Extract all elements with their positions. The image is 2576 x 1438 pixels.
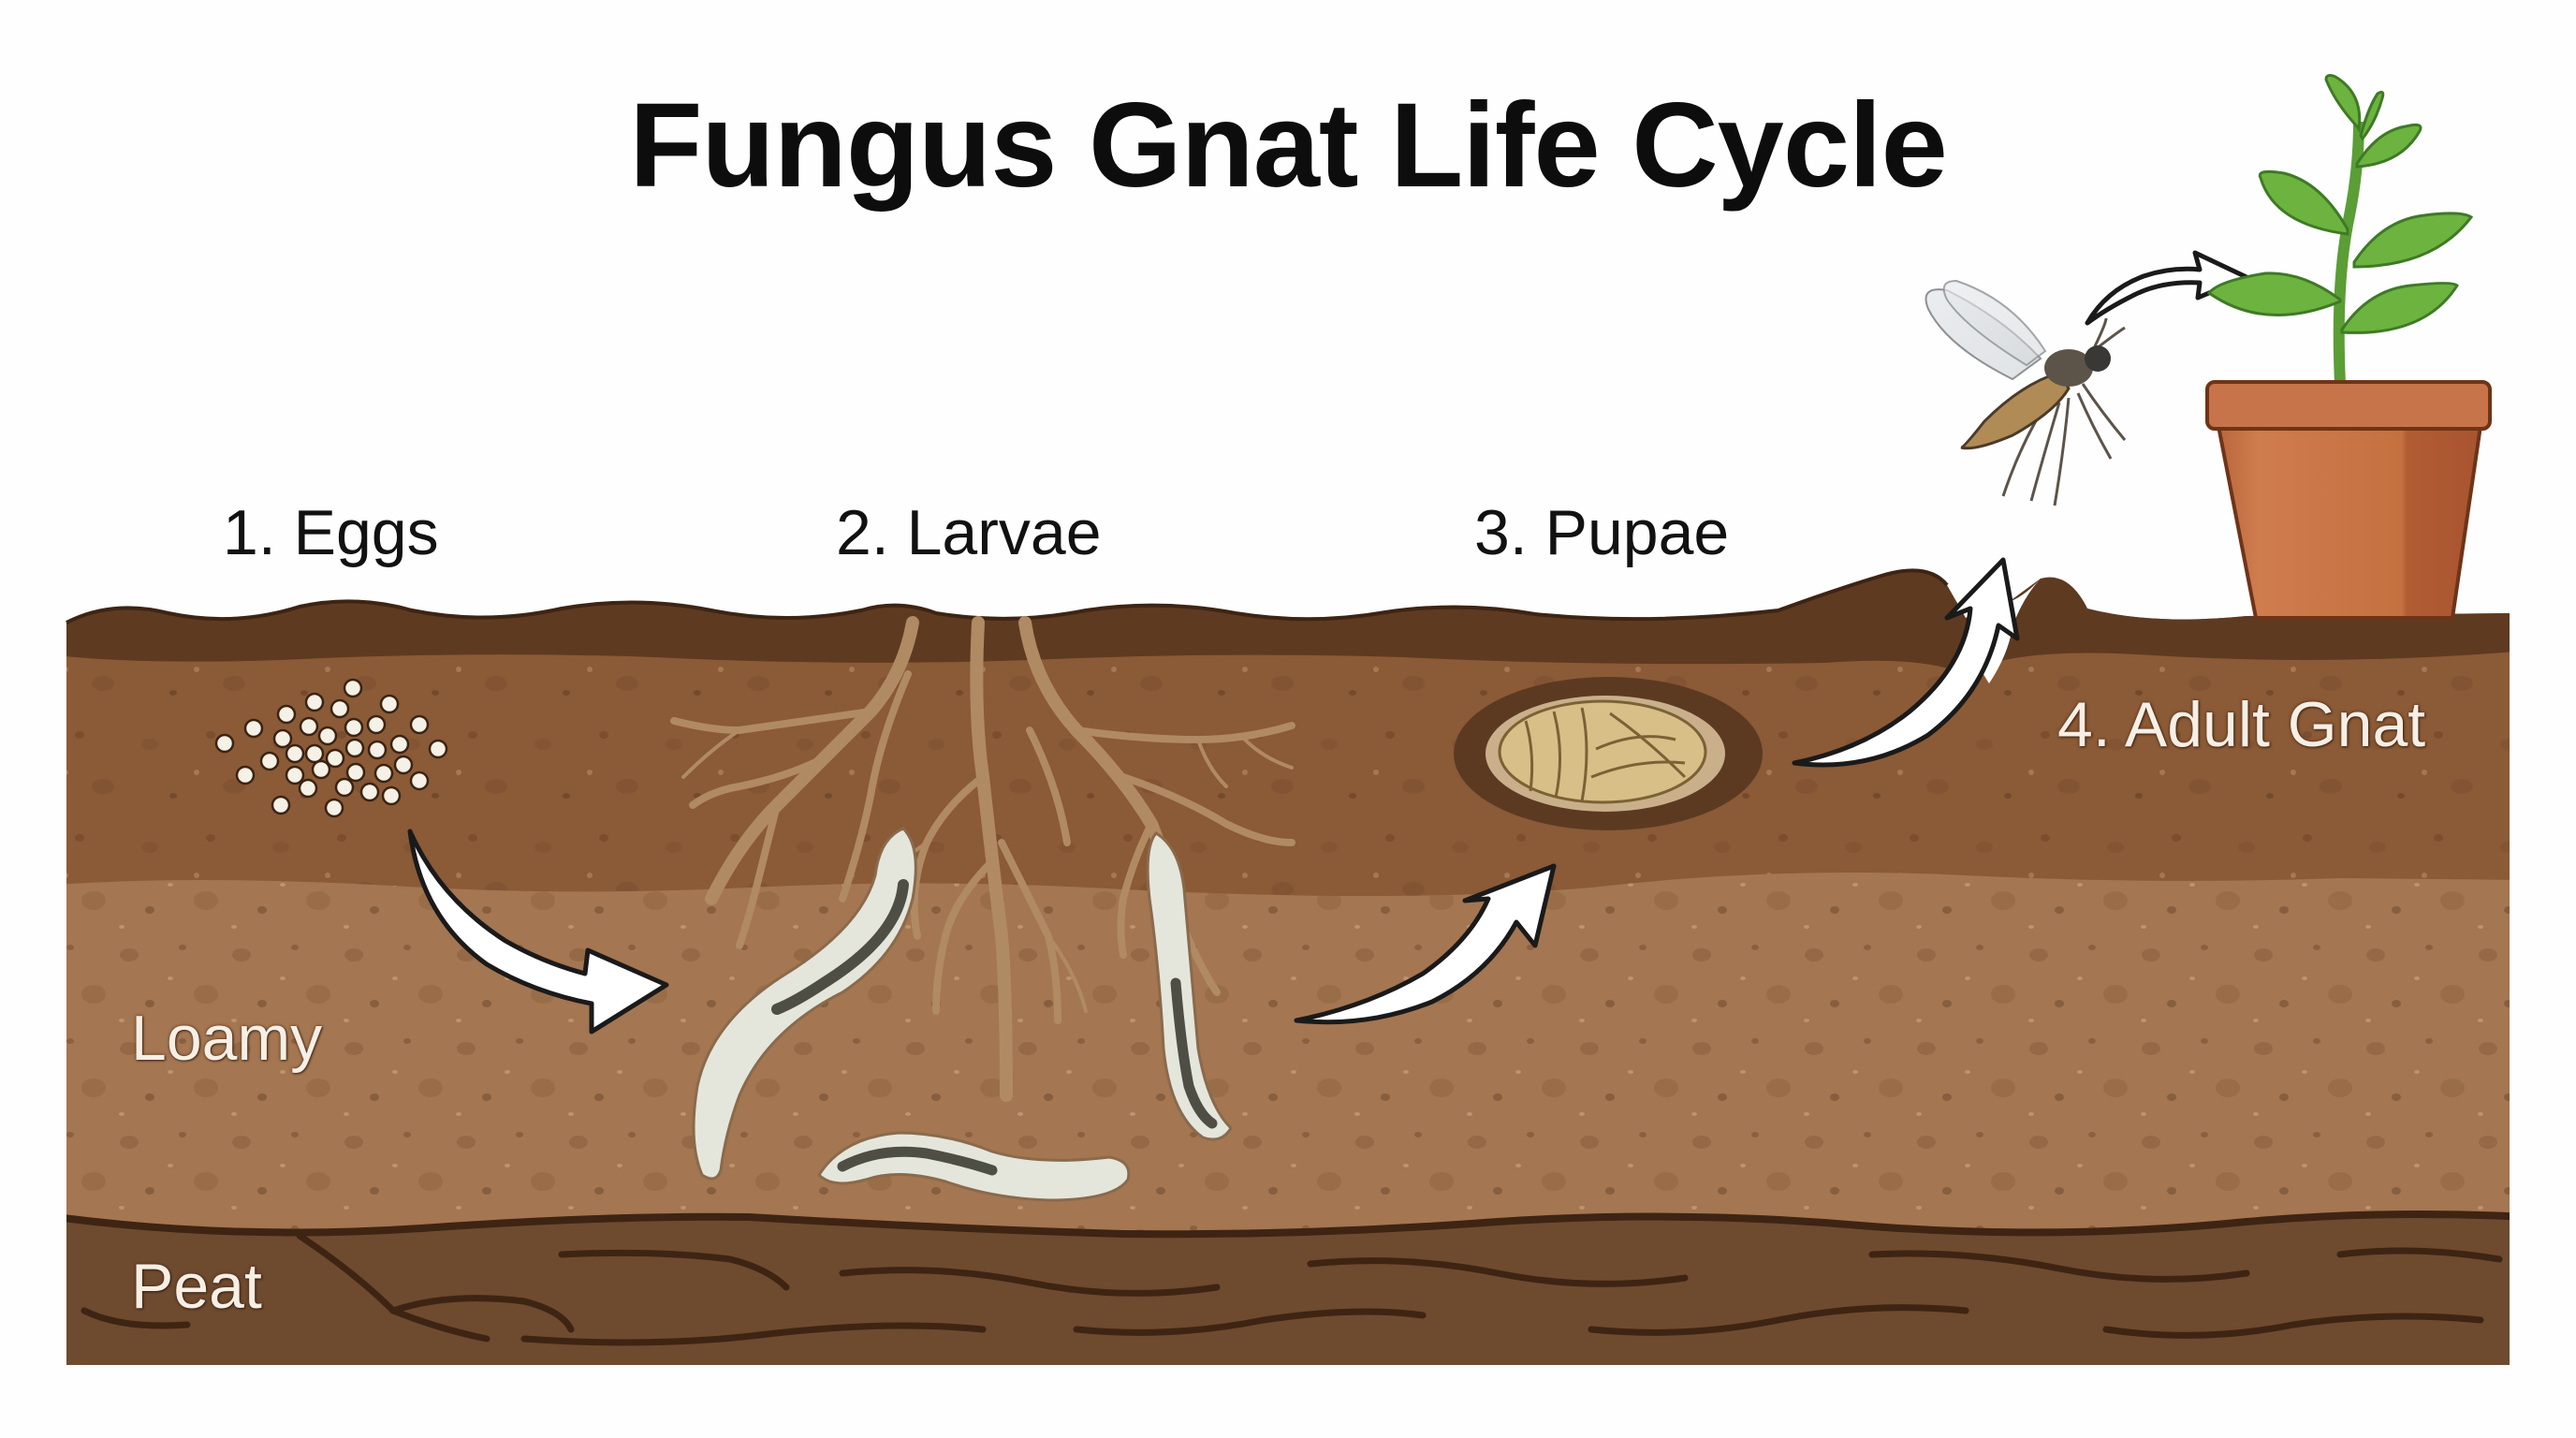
soil-label-loamy: Loamy <box>131 1003 323 1074</box>
stage-label-eggs: 1. Eggs <box>223 497 439 568</box>
stage-label-adult-gnat: 4. Adult Gnat <box>2057 689 2426 760</box>
soil-label-peat: Peat <box>131 1251 262 1322</box>
pupa-icon <box>1454 677 1763 830</box>
larvae-icon <box>692 827 1233 1202</box>
arrow-pupae-to-adult <box>1792 557 2020 768</box>
peat-layer <box>66 1213 2510 1365</box>
arrow-larvae-to-pupae <box>1294 863 1557 1025</box>
stage-label-pupae: 3. Pupae <box>1474 497 1730 568</box>
stage-label-larvae: 2. Larvae <box>836 497 1102 568</box>
potted-plant-icon <box>2205 74 2492 620</box>
arrow-eggs-to-larvae <box>407 829 669 1034</box>
peat-cracks <box>80 1232 2503 1346</box>
arrow-adult-to-plant <box>2085 250 2249 326</box>
cycle-arrows <box>407 250 2249 1034</box>
page-title: Fungus Gnat Life Cycle <box>629 79 1948 213</box>
eggs-cluster-icon <box>214 678 448 818</box>
soil-cross-section <box>66 570 2510 1365</box>
adult-gnat-icon <box>1925 279 2127 506</box>
